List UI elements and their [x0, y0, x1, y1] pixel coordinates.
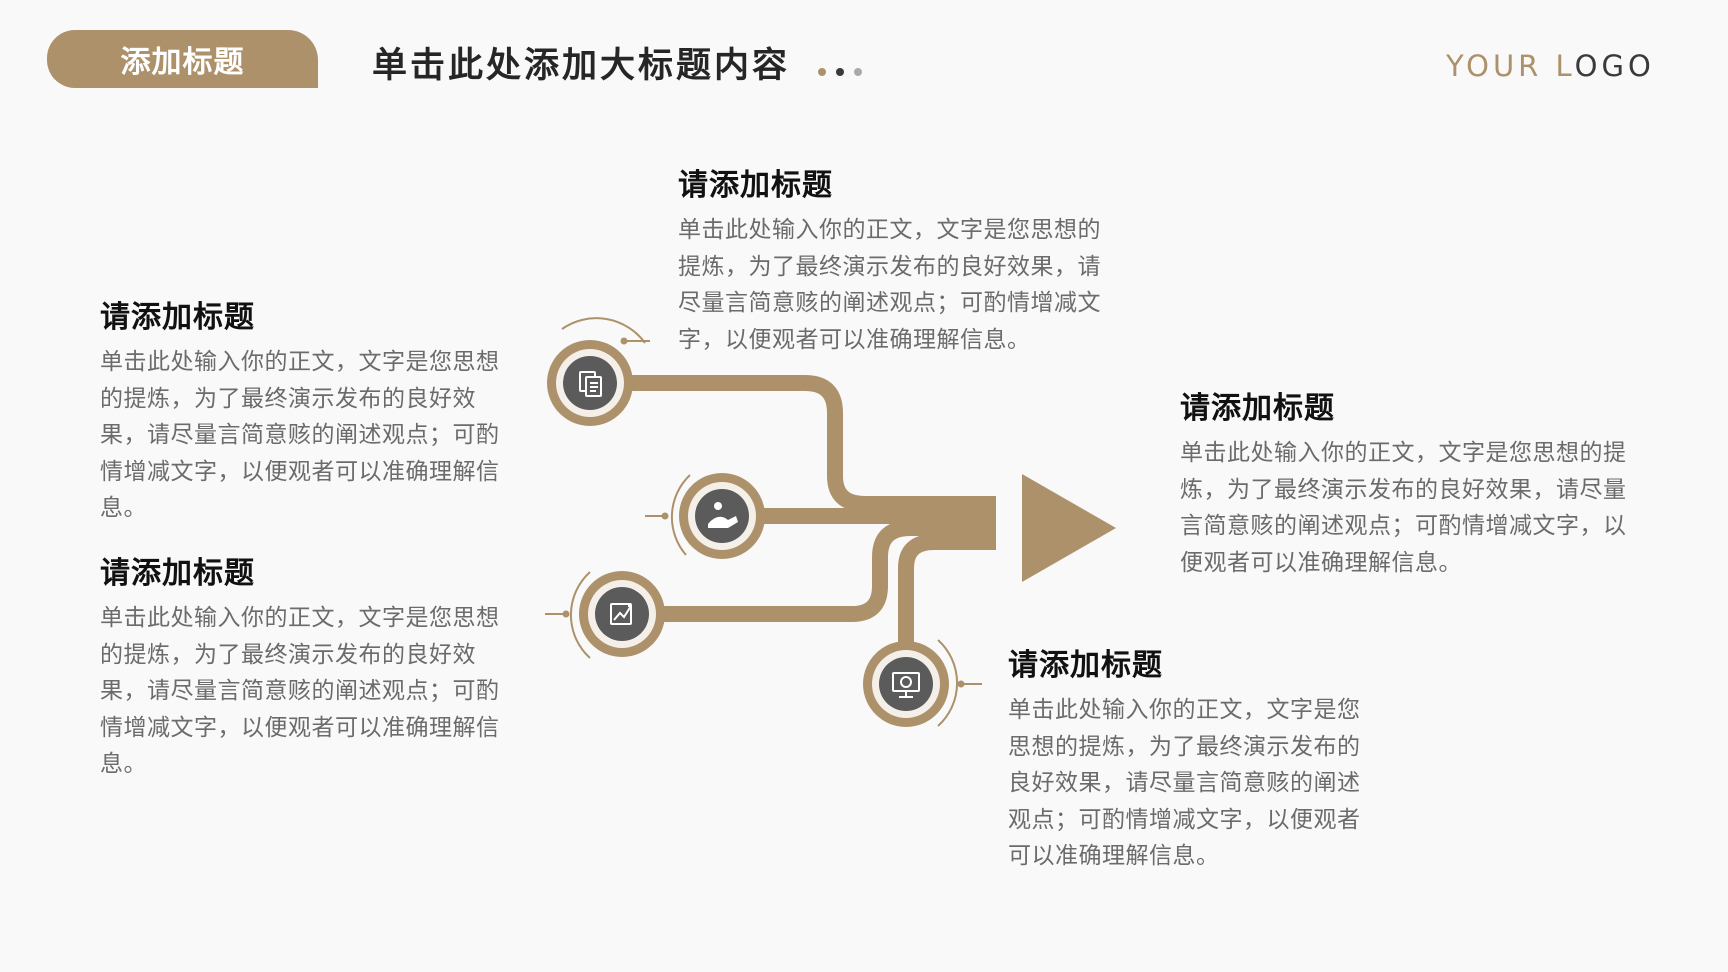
logo-accent: YOUR L [1446, 49, 1575, 83]
block-body: 单击此处输入你的正文，文字是您思想的提炼，为了最终演示发布的良好效果，请尽量言简… [678, 217, 1101, 353]
node-2 [645, 473, 765, 559]
page-title: 单击此处添加大标题内容 [372, 46, 791, 86]
text-block-top-center: 请添加标题 单击此处输入你的正文，文字是您思想的提炼，为了最终演示发布的良好效果… [678, 166, 1123, 358]
flow-arrow-head [1022, 474, 1116, 582]
dot-2 [836, 68, 844, 76]
block-body: 单击此处输入你的正文，文字是您思想的提炼，为了最终演示发布的良好效果，请尽量言简… [1008, 697, 1361, 869]
dot-3 [854, 68, 862, 76]
money-screen-icon [892, 672, 920, 698]
block-body: 单击此处输入你的正文，文字是您思想的提炼，为了最终演示发布的良好效果，请尽量言简… [100, 349, 500, 521]
flow-path-1 [592, 375, 996, 512]
block-heading: 请添加标题 [100, 300, 255, 335]
block-heading: 请添加标题 [1008, 648, 1163, 683]
node-3 [545, 571, 665, 659]
text-block-bottom-right: 请添加标题 单击此处输入你的正文，文字是您思想的提炼，为了最终演示发布的良好效果… [1008, 646, 1363, 875]
flow-path-4 [898, 534, 996, 658]
dot-1 [818, 68, 826, 76]
logo: YOUR LOGO [1446, 46, 1655, 86]
document-icon [579, 371, 602, 397]
flow-path-3 [622, 520, 996, 622]
chart-report-icon [610, 603, 632, 625]
text-block-left-bottom: 请添加标题 单击此处输入你的正文，文字是您思想的提炼，为了最终演示发布的良好效果… [100, 554, 510, 783]
block-heading: 请添加标题 [100, 556, 255, 591]
node-1 [547, 317, 650, 426]
text-block-right: 请添加标题 单击此处输入你的正文，文字是您思想的提炼，为了最终演示发布的良好效果… [1180, 389, 1635, 581]
block-heading: 请添加标题 [678, 168, 833, 203]
node-4 [863, 639, 982, 727]
block-body: 单击此处输入你的正文，文字是您思想的提炼，为了最终演示发布的良好效果，请尽量言简… [1180, 440, 1627, 576]
text-block-left-top: 请添加标题 单击此处输入你的正文，文字是您思想的提炼，为了最终演示发布的良好效果… [100, 298, 510, 527]
block-heading: 请添加标题 [1180, 391, 1335, 426]
block-body: 单击此处输入你的正文，文字是您思想的提炼，为了最终演示发布的良好效果，请尽量言简… [100, 605, 500, 777]
handshake-icon [708, 502, 738, 528]
logo-rest: OGO [1574, 49, 1655, 83]
section-tag: 添加标题 [47, 30, 318, 88]
section-tag-label: 添加标题 [120, 45, 245, 80]
